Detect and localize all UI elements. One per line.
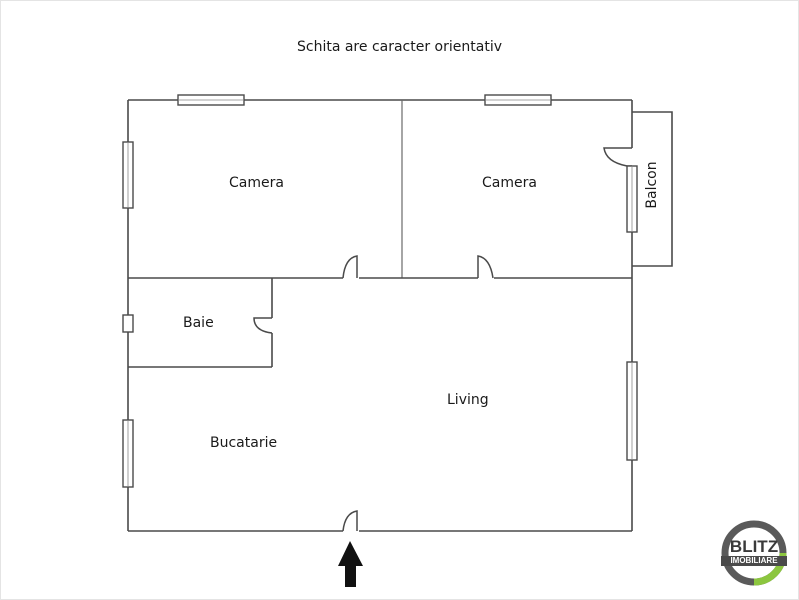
disclaimer-title: Schita are caracter orientativ xyxy=(296,39,502,55)
door-balcon xyxy=(603,147,632,167)
door-camera-left xyxy=(342,255,358,279)
door-baie xyxy=(253,317,273,334)
door-entrance xyxy=(342,510,358,532)
room-label-camera-left: Camera xyxy=(229,175,284,191)
windows xyxy=(122,94,638,488)
logo-text-blitz: BLITZ xyxy=(729,537,779,556)
blitz-logo: BLITZ IMOBILIARE xyxy=(719,518,789,588)
doors xyxy=(253,147,632,532)
room-label-bucatarie: Bucatarie xyxy=(210,435,278,451)
room-label-camera-right: Camera xyxy=(482,175,537,191)
arrow-up-icon xyxy=(338,541,363,587)
room-label-baie: Baie xyxy=(183,315,214,331)
interior-walls xyxy=(128,100,632,368)
room-label-balcon: Balcon xyxy=(644,161,660,209)
logo-text-imobiliare: IMOBILIARE xyxy=(721,556,787,566)
door-camera-right xyxy=(477,255,494,279)
balcony-outline xyxy=(632,111,673,267)
room-label-living: Living xyxy=(447,392,489,408)
